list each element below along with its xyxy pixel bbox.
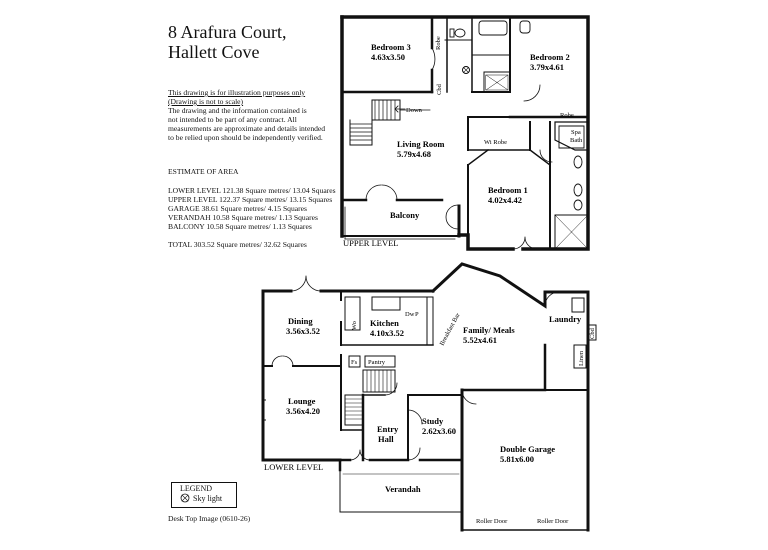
p-label: P [415, 311, 419, 318]
laundry-cbd-label: Cbd [589, 327, 596, 339]
legend-skylight-label: Sky light [193, 494, 223, 503]
disclaimer-line4: not intended to be part of any contract.… [168, 115, 297, 124]
lounge-size: 3.56x4.20 [286, 406, 320, 416]
study-name: Study [422, 416, 444, 426]
cbd-label: Cbd [436, 83, 443, 95]
spa-label: Spa [571, 129, 581, 136]
verandah-label: Verandah [385, 484, 421, 494]
page-title: 8 Arafura Court, [168, 22, 287, 42]
bedroom1-name: Bedroom 1 [488, 185, 528, 195]
footer-credit: Desk Top Image (0610-26) [168, 514, 251, 523]
down-label: Down [406, 107, 423, 114]
dw-label: Dw [405, 311, 415, 318]
dining-size: 3.56x3.52 [286, 326, 320, 336]
window-marks [263, 399, 266, 421]
disclaimer-line3: The drawing and the information containe… [168, 106, 307, 115]
disclaimer-line2: (Drawing is not to scale) [168, 97, 244, 106]
area-row-lower: LOWER LEVEL 121.38 Square metres/ 13.04 … [168, 186, 336, 195]
area-row-verandah: VERANDAH 10.58 Square metres/ 1.13 Squar… [168, 213, 318, 222]
area-total: TOTAL 303.52 Square metres/ 32.62 Square… [168, 240, 307, 249]
wi-robe-label: Wi Robe [484, 139, 507, 146]
garage-size: 5.81x6.00 [500, 454, 534, 464]
area-heading: ESTIMATE OF AREA [168, 167, 239, 176]
disclaimer-line5: measurements are approximate and details… [168, 124, 326, 133]
entry-name-2: Hall [378, 434, 394, 444]
roller-door-2-label: Roller Door [537, 518, 569, 525]
bedroom2-name: Bedroom 2 [530, 52, 570, 62]
dining-name: Dining [288, 316, 313, 326]
area-row-upper: UPPER LEVEL 122.37 Square metres/ 13.15 … [168, 195, 333, 204]
upper-level-label: UPPER LEVEL [343, 238, 399, 248]
lower-door-swings [271, 275, 560, 461]
robe-b2-label: Robe [560, 112, 574, 119]
skylight-icons [180, 66, 470, 503]
area-row-garage: GARAGE 38.61 Square metres/ 4.15 Squares [168, 204, 307, 213]
bedroom3-size: 4.63x3.50 [371, 52, 405, 62]
area-row-balcony: BALCONY 10.58 Square metres/ 1.13 Square… [168, 222, 312, 231]
lounge-name: Lounge [288, 396, 316, 406]
bedroom2-size: 3.79x4.61 [530, 62, 564, 72]
laundry-label: Laundry [549, 314, 582, 324]
living-room-name: Living Room [397, 139, 444, 149]
bedroom1-size: 4.02x4.42 [488, 195, 522, 205]
bath-label: Bath [570, 137, 583, 144]
linen-label: Linen [578, 350, 585, 366]
family-name: Family/ Meals [463, 325, 515, 335]
fs-label: Fs [351, 359, 358, 366]
living-room-size: 5.79x4.68 [397, 149, 431, 159]
lower-level-walls [261, 262, 597, 532]
kitchen-size: 4.10x3.52 [370, 328, 404, 338]
disclaimer-line6: to be relied upon should be independentl… [168, 133, 323, 142]
garage-name: Double Garage [500, 444, 555, 454]
upper-door-swings [365, 47, 553, 250]
kitchen-name: Kitchen [370, 318, 399, 328]
wo-label: Wo [351, 321, 358, 330]
breakfast-bar-label: Breakfast Bar [439, 311, 462, 347]
bedroom3-name: Bedroom 3 [371, 42, 411, 52]
upper-level-walls [340, 15, 590, 251]
balcony-label: Balcony [390, 210, 420, 220]
entry-name: Entry [377, 424, 399, 434]
family-size: 5.52x4.61 [463, 335, 497, 345]
lower-level-label: LOWER LEVEL [264, 462, 323, 472]
legend-title: LEGEND [180, 484, 212, 493]
disclaimer-line1: This drawing is for illustration purpose… [168, 88, 306, 97]
study-size: 2.62x3.60 [422, 426, 456, 436]
roller-door-1-label: Roller Door [476, 518, 508, 525]
robe-b3-label: Robe [435, 36, 442, 50]
page-subtitle: Hallett Cove [168, 42, 260, 62]
pantry-label: Pantry [368, 359, 386, 366]
legend [171, 482, 237, 508]
